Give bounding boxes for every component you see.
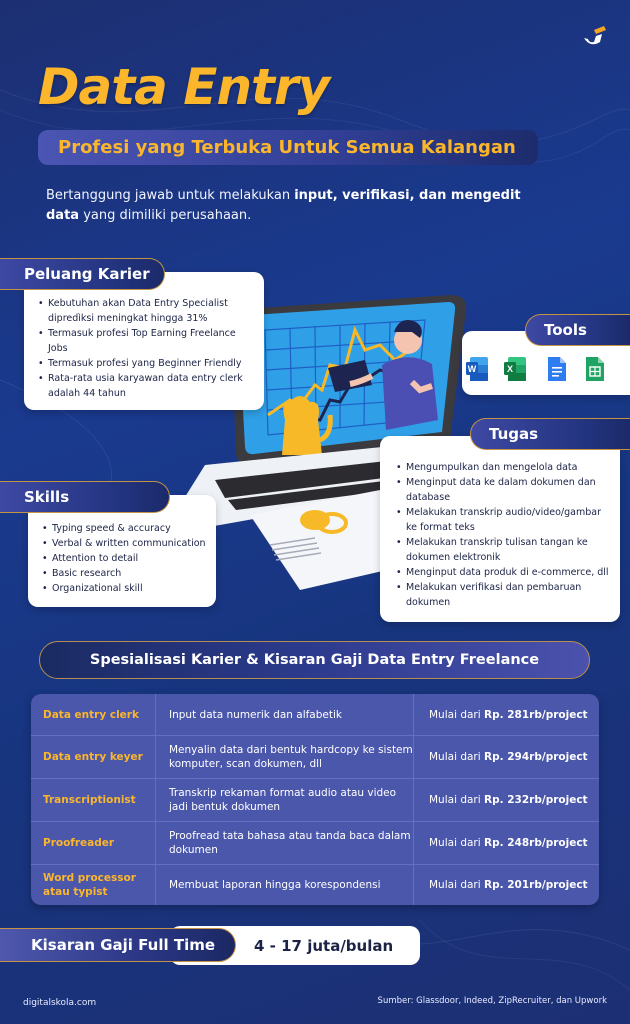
desc-cell: Input data numerik dan alfabetik [156,694,414,735]
table-row: Word processor atau typist Membuat lapor… [31,864,599,905]
table-row: Transcriptionist Transkrip rekaman forma… [31,778,599,821]
price-cell: Mulai dari Rp. 248rb/project [429,837,588,849]
price-cell: Mulai dari Rp. 232rb/project [429,794,588,806]
spesialisasi-title: Spesialisasi Karier & Kisaran Gaji Data … [89,652,540,668]
excel-icon: X [504,357,526,381]
source-note: Sumber: Glassdoor, Indeed, ZipRecruiter,… [377,996,607,1006]
list-item: Rata-rata usia karyawan data entry clerk… [38,371,254,401]
list-item: Mengumpulkan dan mengelola data [396,460,612,475]
google-sheets-icon [586,357,604,381]
list-item: Melakukan transkrip audio/video/gambar k… [396,505,612,535]
list-item: Typing speed & accuracy [42,521,210,536]
price-cell: Mulai dari Rp. 281rb/project [429,708,588,721]
svg-text:X: X [507,364,513,374]
list-item: Menginput data ke dalam dokumen dan data… [396,475,612,505]
desc-cell: Proofread tata bahasa atau tanda baca da… [156,822,414,864]
list-item: Melakukan verifikasi dan pembaruan dokum… [396,580,612,610]
peluang-karier-card: Kebutuhan akan Data Entry Specialist dip… [24,272,264,410]
peluang-karier-label: Peluang Karier [0,258,165,290]
svg-text:W: W [468,364,477,374]
spesialisasi-title-banner: Spesialisasi Karier & Kisaran Gaji Data … [39,641,590,679]
tugas-label: Tugas [470,418,630,450]
list-item: Attention to detail [42,551,210,566]
role-cell: Proofreader [31,822,156,864]
full-time-salary-label: Kisaran Gaji Full Time [0,928,236,962]
tools-label: Tools [525,314,630,346]
table-row: Data entry clerk Input data numerik dan … [31,694,599,735]
intro-text: Bertanggung jawab untuk melakukan input,… [46,188,521,223]
desc-cell: Transkrip rekaman format audio atau vide… [156,779,414,821]
list-item: Kebutuhan akan Data Entry Specialist dip… [38,296,254,326]
price-cell: Mulai dari Rp. 294rb/project [429,751,588,763]
tugas-card: Mengumpulkan dan mengelola data Menginpu… [380,436,620,622]
list-item: Basic research [42,566,210,581]
tugas-list: Mengumpulkan dan mengelola data Menginpu… [396,460,612,610]
list-item: Melakukan transkrip tulisan tangan ke do… [396,535,612,565]
salary-table: Data entry clerk Input data numerik dan … [31,694,599,905]
digitalskola-logo-icon [584,26,606,45]
website-link[interactable]: digitalskola.com [23,998,97,1008]
skills-list: Typing speed & accuracy Verbal & written… [42,521,210,596]
google-docs-icon [548,357,566,381]
skills-card: Typing speed & accuracy Verbal & written… [28,495,216,607]
role-cell: Data entry keyer [31,736,156,778]
desc-cell: Menyalin data dari bentuk hardcopy ke si… [156,736,414,778]
list-item: Termasuk profesi Top Earning Freelance J… [38,326,254,356]
table-row: Data entry keyer Menyalin data dari bent… [31,735,599,778]
role-cell: Word processor atau typist [31,865,156,905]
list-item: Verbal & written communication [42,536,210,551]
table-row: Proofreader Proofread tata bahasa atau t… [31,821,599,864]
list-item: Menginput data produk di e-commerce, dll [396,565,612,580]
role-cell: Transcriptionist [31,779,156,821]
subtitle-text: Profesi yang Terbuka Untuk Semua Kalanga… [58,137,516,158]
skills-label: Skills [0,481,170,513]
subtitle-banner: Profesi yang Terbuka Untuk Semua Kalanga… [38,130,538,165]
page-title: Data Entry [38,58,330,116]
price-cell: Mulai dari Rp. 201rb/project [429,879,588,891]
list-item: Termasuk profesi yang Beginner Friendly [38,356,254,371]
peluang-karier-list: Kebutuhan akan Data Entry Specialist dip… [38,296,254,401]
word-icon: W [466,357,488,381]
role-cell: Data entry clerk [31,694,156,735]
desc-cell: Membuat laporan hingga korespondensi [156,865,414,905]
list-item: Organizational skill [42,581,210,596]
